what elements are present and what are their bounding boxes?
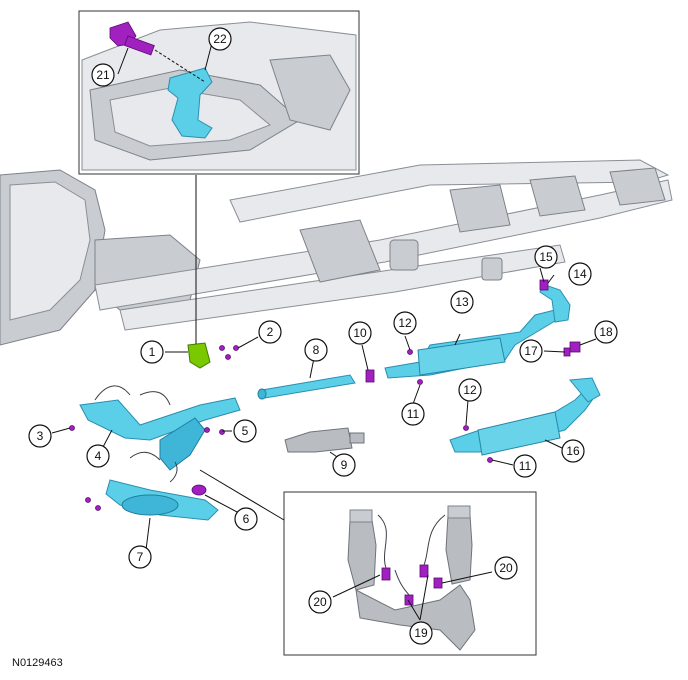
front-pipe-right bbox=[79, 397, 241, 441]
svg-text:12: 12 bbox=[463, 383, 477, 397]
callout-11: 11 bbox=[401, 402, 425, 426]
isolator-icon bbox=[569, 341, 581, 353]
callout-12: 12 bbox=[393, 311, 417, 335]
callout-16: 16 bbox=[561, 439, 585, 463]
muffler-left bbox=[477, 411, 561, 456]
exhaust-parts bbox=[79, 284, 601, 521]
svg-text:10: 10 bbox=[353, 326, 367, 340]
svg-text:12: 12 bbox=[398, 316, 412, 330]
svg-text:9: 9 bbox=[341, 458, 348, 472]
callout-2: 2 bbox=[258, 320, 282, 344]
svg-text:11: 11 bbox=[407, 407, 420, 421]
callout-20: 20 bbox=[494, 556, 518, 580]
svg-text:4: 4 bbox=[95, 449, 102, 463]
resonator bbox=[284, 427, 353, 453]
bracket-icon bbox=[187, 342, 211, 369]
callout-14: 14 bbox=[568, 262, 592, 286]
callout-10: 10 bbox=[348, 321, 372, 345]
callout-19: 19 bbox=[409, 621, 433, 645]
figure-reference-code: N0129463 bbox=[12, 657, 63, 669]
callout-11: 11 bbox=[513, 454, 537, 478]
callout-5: 5 bbox=[233, 419, 257, 443]
callout-21: 21 bbox=[91, 63, 115, 87]
svg-text:18: 18 bbox=[599, 325, 613, 339]
svg-text:20: 20 bbox=[499, 561, 513, 575]
callout-12: 12 bbox=[458, 378, 482, 402]
leader-lines bbox=[51, 42, 597, 621]
callout-18: 18 bbox=[594, 320, 618, 344]
svg-text:6: 6 bbox=[243, 512, 250, 526]
vehicle-frame bbox=[0, 159, 673, 346]
svg-text:17: 17 bbox=[524, 344, 538, 358]
svg-text:19: 19 bbox=[414, 626, 428, 640]
svg-text:2: 2 bbox=[267, 325, 274, 339]
hanger-bracket bbox=[167, 67, 213, 139]
isolator-icon bbox=[539, 279, 549, 291]
svg-text:20: 20 bbox=[313, 595, 327, 609]
callout-7: 7 bbox=[128, 545, 152, 569]
svg-text:16: 16 bbox=[566, 444, 580, 458]
bolt-icon bbox=[109, 21, 155, 56]
callout-9: 9 bbox=[332, 453, 356, 477]
svg-text:15: 15 bbox=[539, 250, 553, 264]
callout-4: 4 bbox=[86, 444, 110, 468]
svg-text:8: 8 bbox=[313, 343, 320, 357]
svg-text:14: 14 bbox=[573, 267, 587, 281]
detail-inset-sensors bbox=[283, 491, 537, 656]
intermediate-pipe bbox=[261, 374, 356, 399]
svg-text:5: 5 bbox=[242, 424, 249, 438]
callout-3: 3 bbox=[28, 424, 52, 448]
svg-text:21: 21 bbox=[96, 68, 110, 82]
svg-text:13: 13 bbox=[455, 295, 469, 309]
detail-inset-bracket bbox=[78, 10, 360, 175]
callout-8: 8 bbox=[304, 338, 328, 362]
callout-17: 17 bbox=[519, 339, 543, 363]
fasteners bbox=[69, 279, 581, 511]
svg-text:7: 7 bbox=[137, 550, 144, 564]
callout-15: 15 bbox=[534, 245, 558, 269]
svg-text:1: 1 bbox=[149, 345, 156, 359]
callout-13: 13 bbox=[450, 290, 474, 314]
clamp-icon bbox=[365, 369, 375, 383]
gasket-icon bbox=[191, 484, 207, 496]
callout-20: 20 bbox=[308, 590, 332, 614]
callout-1: 1 bbox=[140, 340, 164, 364]
callout-22: 22 bbox=[208, 27, 232, 51]
svg-text:22: 22 bbox=[213, 32, 227, 46]
svg-text:3: 3 bbox=[37, 429, 44, 443]
svg-text:11: 11 bbox=[519, 459, 532, 473]
callout-6: 6 bbox=[234, 507, 258, 531]
muffler-right bbox=[417, 337, 506, 376]
